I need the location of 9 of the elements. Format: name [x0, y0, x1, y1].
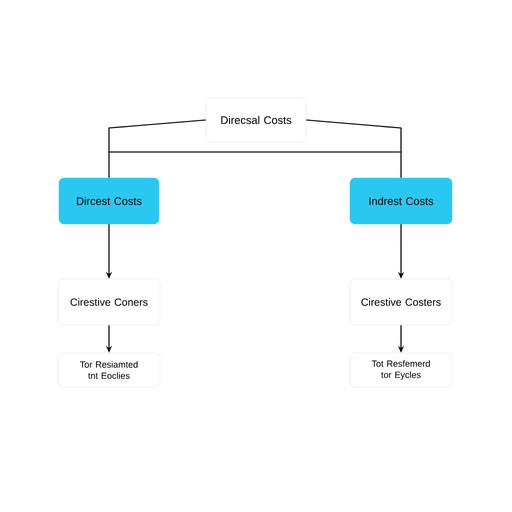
cost-box: Cirestive Coners: [58, 278, 160, 326]
cost-box: Tot Resfemerd tor Eycles: [350, 352, 452, 388]
cost-box: Cirestive Costers: [350, 278, 452, 326]
connector-line: [306, 119, 402, 178]
connector-line: [108, 119, 206, 178]
cost-box: Direcsal Costs: [206, 98, 306, 142]
cost-box: Tor Resiamted tnt Eoclies: [58, 352, 160, 388]
cost-box: Dircest Costs: [58, 178, 160, 224]
cost-box: Indrest Costs: [350, 178, 452, 224]
